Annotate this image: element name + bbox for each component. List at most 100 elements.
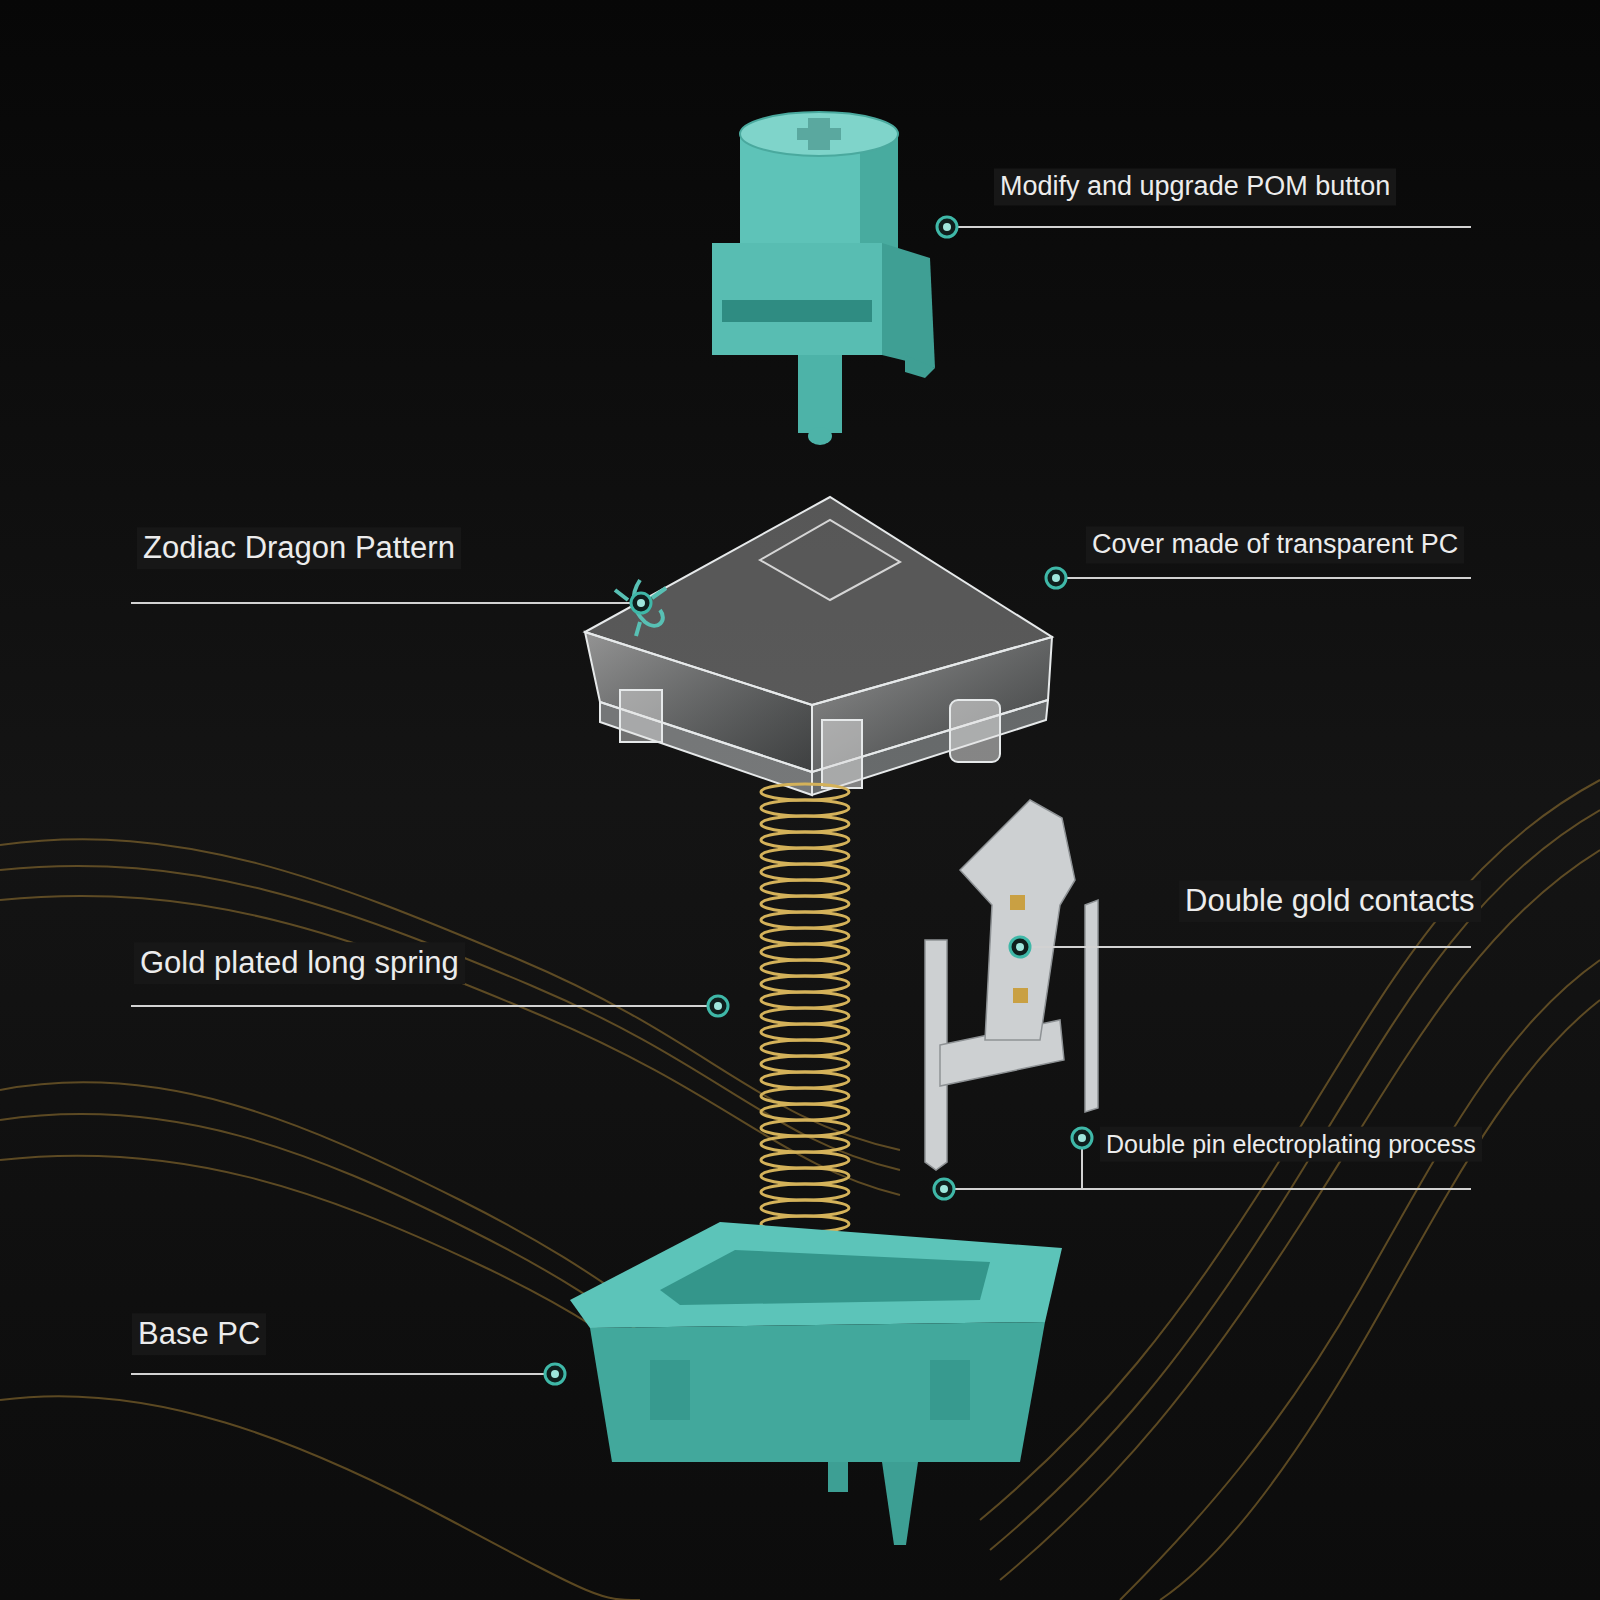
metal-contacts-piece <box>960 800 1075 1040</box>
callout-dots-piece <box>551 1370 559 1378</box>
part-label: Double gold contacts <box>1179 880 1481 922</box>
dragon-pattern-piece <box>615 588 666 636</box>
spring-piece <box>761 944 849 960</box>
spring-piece <box>761 1056 849 1072</box>
stem-part-piece <box>797 128 841 140</box>
spring-piece <box>761 880 849 896</box>
spring-piece <box>761 848 849 864</box>
stem-part-piece <box>882 243 935 368</box>
spring-piece <box>761 1184 849 1200</box>
leader-lines-piece <box>131 602 631 604</box>
part-label: Base PC <box>132 1313 266 1355</box>
leader-lines-piece <box>1081 1148 1083 1189</box>
spring-piece <box>761 1168 849 1184</box>
gold-waves-piece <box>0 1396 640 1600</box>
spring-piece <box>761 976 849 992</box>
callout-dots-piece <box>1046 568 1066 588</box>
leader-lines-piece <box>1066 577 1471 579</box>
callout-dots-piece <box>1072 1128 1092 1148</box>
spring-piece <box>761 1008 849 1024</box>
base-housing-piece <box>590 1322 1045 1462</box>
gold-waves-piece <box>980 780 1600 1520</box>
stem-part-piece <box>905 355 935 378</box>
stem-part-piece <box>808 427 832 445</box>
gold-waves <box>0 780 1600 1600</box>
base-housing-piece <box>882 1462 918 1545</box>
base-housing-piece <box>650 1360 690 1420</box>
spring-piece <box>761 1072 849 1088</box>
part-label: Cover made of transparent PC <box>1086 526 1464 563</box>
gold-waves-piece <box>0 896 900 1195</box>
gold-waves-piece <box>0 866 900 1170</box>
callout-dots-piece <box>637 599 645 607</box>
stem-part-piece <box>740 112 898 156</box>
top-housing-piece <box>822 720 862 788</box>
leader-lines-piece <box>131 1373 545 1375</box>
callout-dots-piece <box>708 996 728 1016</box>
gold-waves-piece <box>1120 960 1600 1600</box>
spring-piece <box>761 1088 849 1104</box>
spring-piece <box>761 864 849 880</box>
callout-dots-piece <box>940 1185 948 1193</box>
stem-part <box>712 112 935 445</box>
spring-piece <box>761 1104 849 1120</box>
stem-part-piece <box>722 300 872 322</box>
gold-waves-piece <box>1160 1000 1600 1600</box>
spring-piece <box>761 1024 849 1040</box>
callout-dots-piece <box>1078 1134 1086 1142</box>
leader-lines <box>131 227 1471 1374</box>
spring-piece <box>761 912 849 928</box>
metal-contacts <box>925 800 1098 1170</box>
spring-piece <box>761 1200 849 1216</box>
stem-part-piece <box>798 355 842 433</box>
metal-contacts-piece <box>1013 988 1028 1003</box>
leader-lines-piece <box>131 1005 708 1007</box>
leader-lines-piece <box>1030 946 1471 948</box>
top-housing-piece <box>585 497 1052 705</box>
spring-piece <box>761 800 849 816</box>
dragon-pattern <box>615 580 666 636</box>
stem-part-piece <box>712 243 882 355</box>
callout-dots-piece <box>714 1002 722 1010</box>
callout-dots-piece <box>1010 937 1030 957</box>
base-housing-piece <box>570 1222 1062 1328</box>
callout-dots-piece <box>943 223 951 231</box>
part-label: Zodiac Dragon Pattern <box>137 527 461 569</box>
top-housing-piece <box>760 520 900 600</box>
top-housing <box>585 497 1052 795</box>
spring-piece <box>761 928 849 944</box>
spring-piece <box>761 832 849 848</box>
gold-waves-piece <box>0 839 900 1150</box>
base-housing <box>570 1222 1062 1545</box>
spring-piece <box>761 992 849 1008</box>
base-housing-piece <box>828 1462 848 1492</box>
top-housing-piece <box>620 690 662 742</box>
spring-piece <box>761 960 849 976</box>
callout-dots-piece <box>631 593 651 613</box>
spring-piece <box>761 1136 849 1152</box>
spring-piece <box>761 784 849 800</box>
gold-waves-piece <box>990 810 1600 1550</box>
callout-dots-piece <box>1016 943 1024 951</box>
spring-piece <box>761 1040 849 1056</box>
part-label: Double pin electroplating process <box>1100 1127 1482 1162</box>
spring <box>761 784 849 1264</box>
base-housing-piece <box>660 1250 990 1305</box>
leader-lines-piece <box>954 1188 1471 1190</box>
spring-piece <box>761 1120 849 1136</box>
part-label: Gold plated long spring <box>134 942 465 984</box>
gold-waves-piece <box>1000 850 1600 1580</box>
metal-contacts-piece <box>1085 900 1098 1112</box>
spring-piece <box>761 816 849 832</box>
part-label: Modify and upgrade POM button <box>994 168 1396 205</box>
callout-dots-piece <box>937 217 957 237</box>
callout-dots-piece <box>1052 574 1060 582</box>
top-housing-piece <box>950 700 1000 762</box>
callout-dots <box>545 217 1092 1384</box>
base-housing-piece <box>930 1360 970 1420</box>
metal-contacts-piece <box>1010 895 1025 910</box>
callout-dots-piece <box>934 1179 954 1199</box>
callout-dots-piece <box>545 1364 565 1384</box>
